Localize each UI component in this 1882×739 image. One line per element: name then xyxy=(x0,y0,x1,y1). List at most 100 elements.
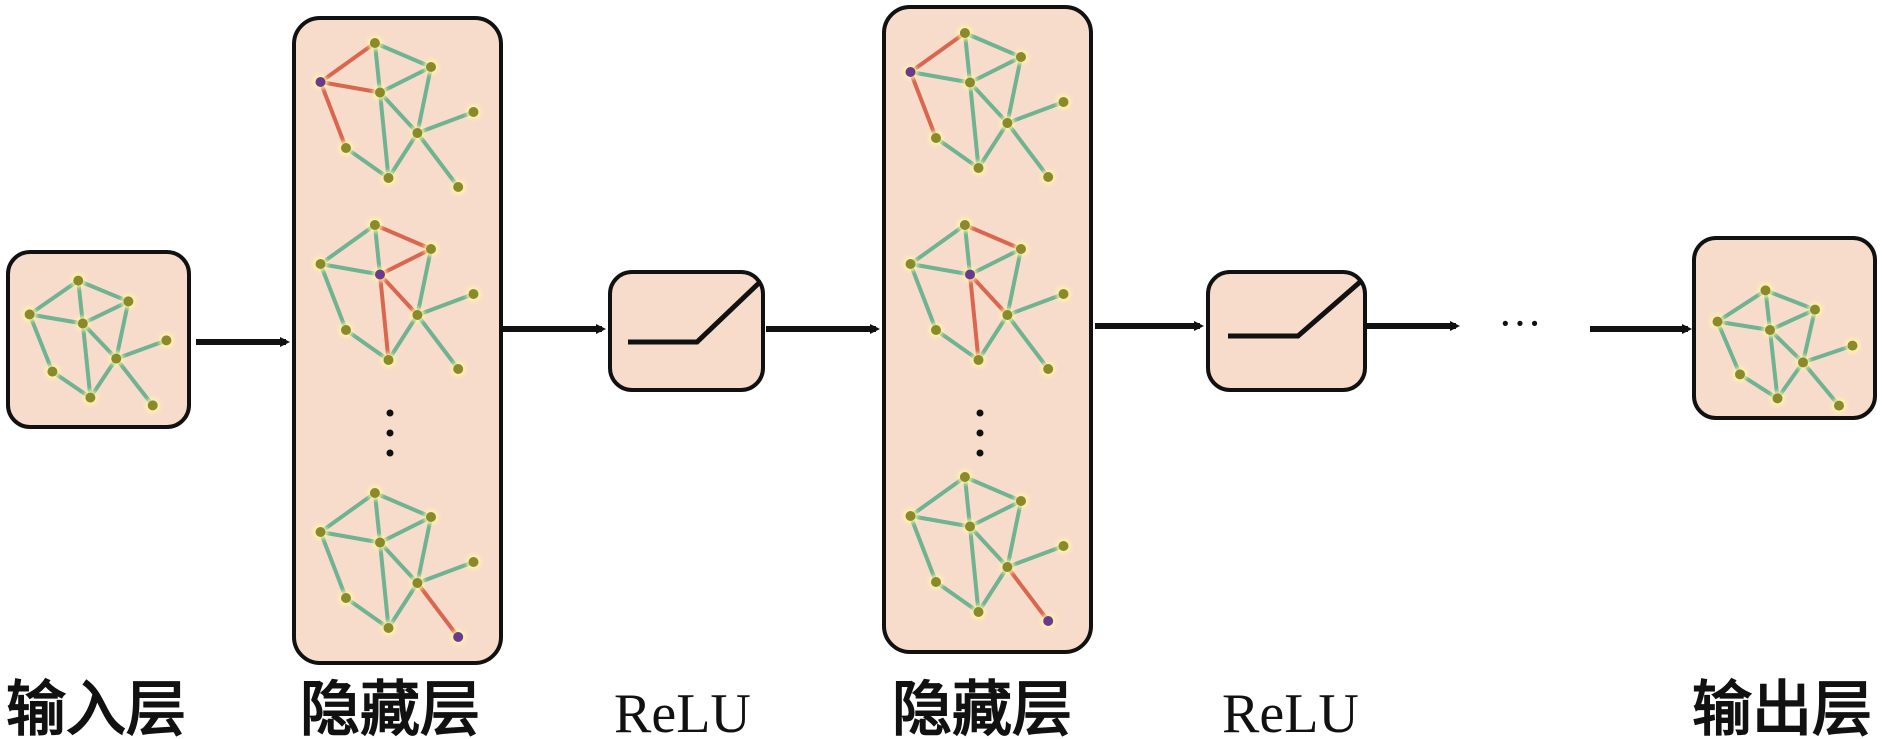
hidden-2-graph-c xyxy=(903,470,1071,628)
graph-node xyxy=(315,527,326,537)
graph-edge xyxy=(968,273,1009,317)
graph-node xyxy=(1016,244,1026,254)
graph-edge xyxy=(909,475,967,518)
graph-node xyxy=(85,392,96,403)
graph-edge xyxy=(1802,343,1854,365)
graph-node xyxy=(1016,52,1026,62)
label-hidden-layer-2: 隐藏层 xyxy=(892,675,1072,739)
graph-edge xyxy=(415,66,433,134)
graph-edge xyxy=(379,247,432,277)
graph-node xyxy=(959,28,970,38)
graph-edge xyxy=(415,313,460,371)
graph-edge xyxy=(374,491,432,519)
input-graph xyxy=(22,273,174,413)
graph-node xyxy=(468,289,479,299)
graph-edge xyxy=(88,357,118,399)
graph-node xyxy=(24,309,35,320)
graph-node xyxy=(1058,541,1069,551)
graph-edge xyxy=(320,80,381,95)
graph-edge xyxy=(1006,292,1065,317)
relu-1-box xyxy=(608,270,765,392)
graph-edge xyxy=(1006,100,1065,125)
graph-edge xyxy=(1768,329,1780,399)
graph-edge xyxy=(964,31,1022,59)
graph-edge xyxy=(378,91,419,135)
graph-edge xyxy=(372,42,382,93)
graph-node xyxy=(973,607,984,617)
graph-edge xyxy=(968,274,981,361)
graph-edge xyxy=(934,136,980,170)
graph-node xyxy=(1772,393,1783,404)
graph-node xyxy=(77,318,88,329)
graph-edge xyxy=(962,224,972,275)
graph-edge xyxy=(379,515,432,545)
graph-node xyxy=(973,163,984,173)
graph-edge xyxy=(416,292,475,317)
graph-node xyxy=(1834,400,1844,411)
graph-edge xyxy=(962,32,972,83)
graph-node xyxy=(931,133,941,143)
hidden-1-graph-b xyxy=(313,218,481,376)
graph-edge xyxy=(320,262,381,277)
graph-node xyxy=(453,632,464,642)
graph-edge xyxy=(320,530,381,545)
relu-2-box xyxy=(1206,270,1367,392)
graph-node xyxy=(369,220,380,230)
graph-node xyxy=(375,87,385,98)
hidden-1-vertical-ellipsis xyxy=(386,409,394,457)
graph-edge xyxy=(344,596,390,630)
graph-edge xyxy=(910,262,971,277)
graph-edge xyxy=(1764,288,1816,312)
graph-node xyxy=(426,512,436,522)
graph-node xyxy=(383,623,394,633)
graph-edge xyxy=(77,278,130,304)
hidden-1-graph-a xyxy=(313,36,481,194)
graph-edge xyxy=(319,491,377,534)
graph-edge xyxy=(379,65,432,95)
graph-node xyxy=(931,577,941,587)
graph-edge xyxy=(908,263,938,331)
relu-2-curve xyxy=(1228,280,1362,339)
graph-edge xyxy=(114,357,155,407)
graph-node xyxy=(453,182,464,192)
graph-node xyxy=(383,355,394,365)
graph-edge xyxy=(1005,248,1023,316)
graph-edge xyxy=(386,581,420,630)
graph-edge xyxy=(344,146,390,180)
graph-edge xyxy=(976,121,1010,170)
graph-edge xyxy=(374,41,432,69)
graph-edge xyxy=(29,312,84,326)
label-hidden-layer-1: 隐藏层 xyxy=(300,675,480,739)
graph-node xyxy=(161,335,172,346)
graph-node xyxy=(383,173,394,183)
graph-node xyxy=(426,62,436,72)
graph-edge xyxy=(1738,372,1779,401)
graph-edge xyxy=(318,81,348,149)
graph-node xyxy=(931,325,941,335)
graph-node xyxy=(1043,172,1054,182)
graph-edge xyxy=(1801,361,1841,407)
graph-edge xyxy=(28,278,80,317)
graph-edge xyxy=(51,369,92,400)
hidden-2-vertical-ellipsis xyxy=(976,409,984,457)
graph-edge xyxy=(318,263,348,331)
graph-edge xyxy=(372,224,382,275)
graph-edge xyxy=(1006,544,1065,569)
graph-node xyxy=(1016,496,1026,506)
graph-node xyxy=(959,220,970,230)
graph-edge xyxy=(1005,500,1023,568)
graph-node xyxy=(1058,289,1069,299)
graph-edge xyxy=(344,328,390,362)
graph-node xyxy=(1002,562,1013,572)
graph-node xyxy=(1043,364,1054,374)
graph-edge xyxy=(415,516,433,584)
graph-edge xyxy=(318,531,348,599)
graph-node xyxy=(468,107,479,117)
hidden-2-graph-a xyxy=(903,26,1071,184)
graph-edge xyxy=(378,541,419,585)
graph-edge xyxy=(968,82,981,169)
graph-edge xyxy=(81,299,130,326)
graph-node xyxy=(905,67,916,77)
graph-edge xyxy=(909,223,967,266)
